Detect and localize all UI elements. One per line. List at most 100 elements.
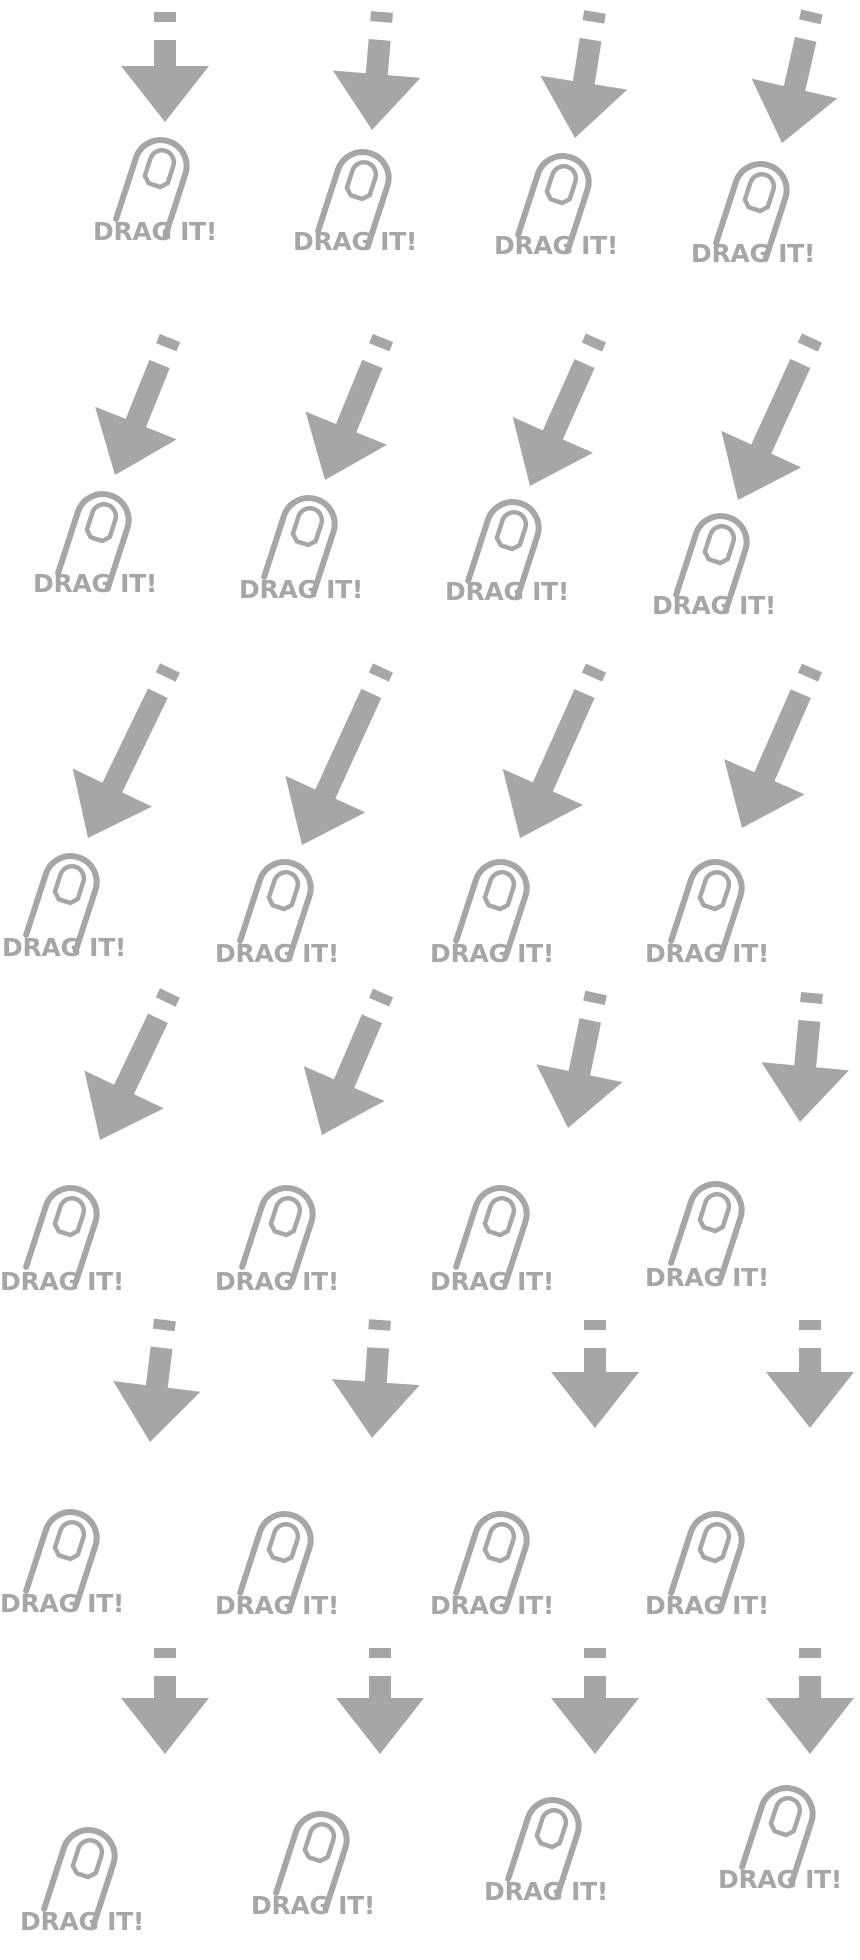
down-arrow-icon bbox=[766, 1348, 854, 1428]
drag-it-label: DRAG IT! bbox=[33, 569, 157, 598]
drag-hint-frame: DRAG IT! bbox=[0, 988, 180, 1296]
arrow-cap bbox=[370, 11, 393, 23]
drag-it-label: DRAG IT! bbox=[494, 231, 618, 260]
fingernail bbox=[52, 1196, 87, 1238]
arrow-cap bbox=[582, 10, 606, 24]
finger-outline bbox=[505, 1797, 582, 1898]
finger-touch-icon bbox=[273, 1811, 350, 1912]
fingernail bbox=[702, 524, 737, 566]
finger-touch-icon bbox=[505, 1797, 582, 1898]
drag-it-label: DRAG IT! bbox=[0, 1589, 124, 1618]
down-arrow-icon bbox=[305, 359, 387, 480]
down-arrow-icon bbox=[121, 40, 209, 122]
arrow-cap bbox=[581, 333, 607, 352]
down-arrow-icon bbox=[72, 688, 168, 838]
drag-hint-frame: DRAG IT! bbox=[293, 11, 421, 256]
down-arrow-icon bbox=[285, 688, 382, 845]
fingernail bbox=[482, 1196, 517, 1238]
drag-it-label: DRAG IT! bbox=[430, 1267, 554, 1296]
finger-outline bbox=[739, 1785, 816, 1886]
drag-hint-frame: DRAG IT! bbox=[251, 1648, 424, 1920]
down-arrow-icon bbox=[512, 359, 595, 486]
finger-touch-icon bbox=[668, 859, 745, 960]
down-arrow-icon bbox=[766, 1676, 854, 1754]
drag-hint-frame: DRAG IT! bbox=[93, 12, 217, 246]
drag-it-label: DRAG IT! bbox=[645, 1591, 769, 1620]
fingernail bbox=[266, 870, 301, 912]
finger-outline bbox=[453, 1185, 530, 1286]
drag-it-label: DRAG IT! bbox=[215, 1267, 339, 1296]
down-arrow-icon bbox=[502, 689, 595, 838]
down-arrow-icon bbox=[724, 689, 811, 828]
drag-it-label: DRAG IT! bbox=[652, 591, 776, 620]
finger-outline bbox=[237, 1511, 314, 1612]
finger-touch-icon bbox=[739, 1785, 816, 1886]
finger-outline bbox=[23, 853, 100, 954]
finger-outline bbox=[668, 859, 745, 960]
fingernail bbox=[290, 506, 325, 548]
drag-it-label: DRAG IT! bbox=[93, 217, 217, 246]
fingernail bbox=[768, 1796, 803, 1838]
drag-it-label: DRAG IT! bbox=[215, 939, 339, 968]
drag-hint-frame: DRAG IT! bbox=[430, 663, 607, 968]
finger-touch-icon bbox=[453, 859, 530, 960]
arrow-cap bbox=[799, 9, 823, 25]
down-arrow-icon bbox=[721, 358, 811, 500]
arrow-cap bbox=[797, 333, 823, 352]
finger-outline bbox=[261, 495, 338, 596]
fingernail bbox=[544, 164, 579, 206]
arrow-cap bbox=[155, 663, 180, 682]
fingernail bbox=[697, 1522, 732, 1564]
arrow-cap bbox=[584, 1648, 606, 1658]
arrow-cap bbox=[797, 663, 823, 682]
down-arrow-icon bbox=[540, 37, 628, 138]
drag-it-label: DRAG IT! bbox=[691, 239, 815, 268]
drag-hint-frame: DRAG IT! bbox=[652, 333, 823, 620]
drag-it-label: DRAG IT! bbox=[215, 1591, 339, 1620]
down-arrow-icon bbox=[751, 36, 838, 143]
finger-outline bbox=[668, 1511, 745, 1612]
drag-hint-frame: DRAG IT! bbox=[430, 990, 623, 1296]
arrow-cap bbox=[154, 12, 176, 22]
fingernail bbox=[52, 864, 87, 906]
finger-touch-icon bbox=[239, 1185, 316, 1286]
arrow-cap bbox=[156, 333, 181, 352]
finger-outline bbox=[453, 859, 530, 960]
finger-touch-icon bbox=[315, 149, 392, 250]
fingernail bbox=[494, 510, 529, 552]
arrow-cap bbox=[581, 663, 607, 682]
drag-hint-frame: DRAG IT! bbox=[718, 1648, 854, 1894]
drag-it-label: DRAG IT! bbox=[2, 933, 126, 962]
fingernail bbox=[52, 1520, 87, 1562]
finger-outline bbox=[41, 1827, 118, 1928]
arrow-cap bbox=[368, 988, 394, 1007]
finger-touch-icon bbox=[23, 1185, 100, 1286]
fingernail bbox=[482, 870, 517, 912]
finger-outline bbox=[673, 513, 750, 614]
fingernail bbox=[697, 870, 732, 912]
down-arrow-icon bbox=[551, 1348, 639, 1428]
drag-hint-frame: DRAG IT! bbox=[20, 1648, 209, 1936]
fingernail bbox=[697, 1192, 732, 1234]
finger-touch-icon bbox=[261, 495, 338, 596]
fingernail bbox=[142, 148, 177, 190]
drag-it-label: DRAG IT! bbox=[484, 1877, 608, 1906]
down-arrow-icon bbox=[761, 1019, 849, 1122]
drag-it-label: DRAG IT! bbox=[445, 577, 569, 606]
drag-hint-frame: DRAG IT! bbox=[2, 663, 180, 962]
drag-it-label: DRAG IT! bbox=[718, 1865, 842, 1894]
down-arrow-icon bbox=[331, 1347, 420, 1438]
fingernail bbox=[266, 1522, 301, 1564]
drag-hint-frame: DRAG IT! bbox=[691, 9, 838, 268]
fingernail bbox=[344, 160, 379, 202]
drag-it-label: DRAG IT! bbox=[430, 939, 554, 968]
down-arrow-icon bbox=[113, 1346, 201, 1442]
drag-it-label: DRAG IT! bbox=[239, 575, 363, 604]
finger-touch-icon bbox=[453, 1511, 530, 1612]
finger-touch-icon bbox=[673, 513, 750, 614]
arrow-cap bbox=[368, 663, 394, 682]
finger-touch-icon bbox=[23, 853, 100, 954]
drag-it-label: DRAG IT! bbox=[430, 1591, 554, 1620]
